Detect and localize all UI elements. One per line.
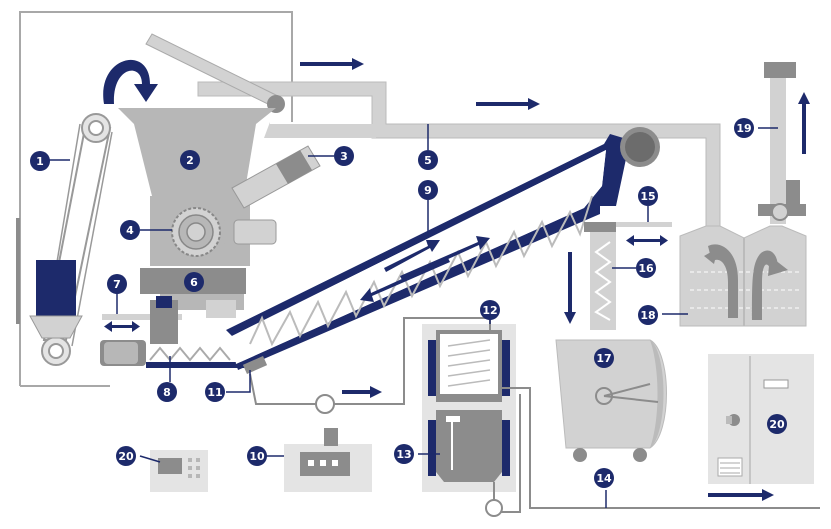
callout-11: 11 — [205, 382, 225, 402]
screw-feeder — [100, 296, 246, 368]
pipe-valve-1 — [315, 394, 335, 414]
callout-12: 12 — [480, 300, 500, 320]
callout-1: 1 — [30, 151, 50, 171]
inclined-screw-conveyor — [226, 127, 660, 375]
control-unit — [284, 428, 372, 492]
svg-text:17: 17 — [596, 352, 611, 365]
feed-chute — [145, 33, 285, 113]
callout-9: 9 — [418, 180, 438, 200]
svg-text:8: 8 — [163, 386, 171, 399]
callout-17: 17 — [594, 348, 614, 368]
callout-19: 19 — [734, 118, 754, 138]
vertical-spring — [584, 222, 616, 330]
vertical-stack — [758, 62, 806, 224]
wall-bar — [16, 218, 20, 324]
rotary-valve — [171, 207, 277, 257]
conveyor-flow-arrows — [360, 236, 490, 302]
callout-14: 14 — [594, 468, 614, 488]
leader-lines — [48, 124, 778, 508]
mixing-chamber — [679, 225, 807, 327]
exhaust-duct-branch — [264, 122, 376, 138]
svg-text:7: 7 — [113, 278, 121, 291]
callout-15: 15 — [638, 186, 658, 206]
svg-text:18: 18 — [640, 309, 655, 322]
callout-16: 16 — [636, 258, 656, 278]
callout-20-cabinet: 20 — [767, 414, 787, 434]
callout-3: 3 — [334, 146, 354, 166]
frame-outline — [19, 11, 293, 386]
svg-text:11: 11 — [207, 386, 222, 399]
flow-arrows — [300, 58, 810, 501]
operator-panel — [150, 450, 208, 492]
callouts: 1 2 3 4 5 6 7 8 9 10 11 12 13 14 15 16 1… — [30, 118, 787, 488]
svg-text:20: 20 — [769, 418, 785, 431]
callout-18: 18 — [638, 305, 658, 325]
svg-text:13: 13 — [396, 448, 411, 461]
svg-text:6: 6 — [190, 276, 198, 289]
callout-4: 4 — [120, 220, 140, 240]
callout-13: 13 — [394, 444, 414, 464]
svg-text:3: 3 — [340, 150, 348, 163]
callout-8: 8 — [157, 382, 177, 402]
slide-plate-left — [102, 314, 182, 320]
callout-20-panel: 20 — [116, 446, 136, 466]
svg-text:10: 10 — [249, 450, 265, 463]
svg-text:19: 19 — [736, 122, 751, 135]
svg-text:9: 9 — [424, 184, 432, 197]
callout-7: 7 — [107, 274, 127, 294]
svg-text:14: 14 — [596, 472, 612, 485]
callout-5: 5 — [418, 150, 438, 170]
svg-text:12: 12 — [482, 304, 497, 317]
svg-text:16: 16 — [638, 262, 654, 275]
svg-text:4: 4 — [126, 224, 134, 237]
double-arrow-right — [626, 235, 668, 246]
svg-text:5: 5 — [424, 154, 432, 167]
svg-text:1: 1 — [36, 155, 44, 168]
side-vibrator — [231, 145, 321, 209]
slide-plate-right — [616, 222, 672, 227]
double-arrow-left — [104, 321, 140, 332]
callout-6: 6 — [184, 272, 204, 292]
svg-text:20: 20 — [118, 450, 134, 463]
svg-text:15: 15 — [640, 190, 655, 203]
svg-text:2: 2 — [186, 154, 194, 167]
mixer-drum — [555, 339, 667, 462]
callout-2: 2 — [180, 150, 200, 170]
switch-cabinet — [708, 354, 814, 484]
pipe-valve-2 — [485, 499, 503, 517]
tank-assembly — [422, 324, 516, 492]
bucket-elevator — [29, 113, 113, 366]
callout-10: 10 — [247, 446, 267, 466]
screw-spiral — [249, 195, 593, 347]
rotation-arrow — [103, 59, 158, 104]
